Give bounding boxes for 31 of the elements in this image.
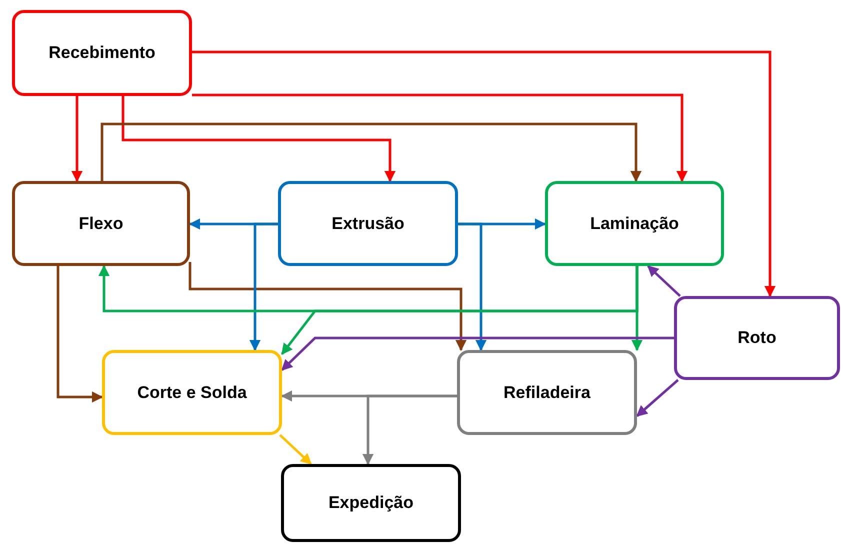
arrow	[71, 96, 83, 182]
arrow	[122, 96, 396, 182]
box-label: Roto	[738, 327, 776, 350]
arrow	[362, 394, 457, 466]
box-label: Refiladeira	[504, 382, 590, 404]
arrow	[188, 262, 467, 352]
arrow	[192, 94, 688, 182]
arrow	[647, 265, 681, 297]
box-label: Recebimento	[48, 42, 156, 64]
process-box	[281, 464, 461, 542]
process-box	[278, 181, 458, 266]
process-box	[457, 350, 637, 435]
arrow	[279, 434, 312, 465]
arrow	[100, 122, 642, 182]
box-label: Extrusão	[332, 212, 404, 235]
arrow	[636, 379, 679, 417]
process-box	[12, 181, 190, 266]
process-box	[102, 350, 282, 435]
arrow	[249, 222, 278, 352]
process-box	[674, 296, 840, 380]
box-label: Corte e Solda	[137, 382, 247, 404]
arrow	[458, 222, 487, 352]
process-box	[545, 181, 724, 266]
arrow	[631, 266, 643, 352]
box-label: Expedição	[328, 492, 414, 514]
arrow	[56, 266, 104, 403]
arrow	[192, 50, 776, 298]
box-label: Flexo	[78, 212, 124, 235]
box-label: Laminação	[590, 212, 679, 235]
process-box	[12, 10, 192, 96]
arrow	[281, 336, 674, 371]
